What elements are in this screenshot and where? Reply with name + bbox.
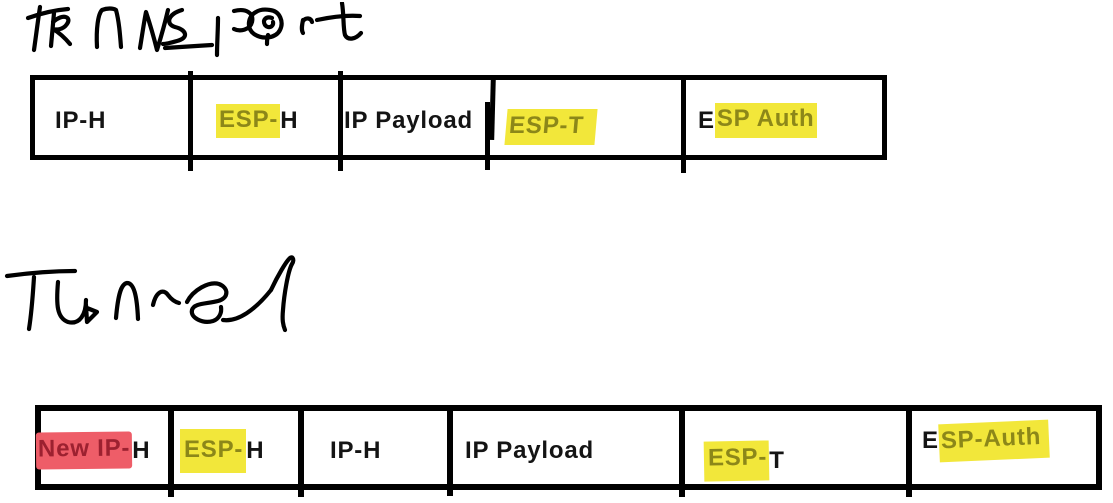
cell-text: H — [246, 436, 265, 464]
cell-text: H — [132, 436, 151, 464]
divider-line — [906, 408, 912, 497]
cell-text: IP-H — [55, 106, 107, 134]
cell-text: IP-H — [330, 436, 382, 464]
tunnel-cell-ip-h: IP-H — [330, 414, 381, 487]
divider-line — [679, 411, 685, 497]
transport-title-handwriting — [25, 2, 364, 58]
divider-line — [489, 77, 496, 141]
cell-text: E — [698, 106, 715, 134]
cell-text: E — [922, 426, 939, 454]
highlighted-text: ESP- — [180, 428, 247, 473]
divider-line — [447, 411, 453, 496]
highlighted-text: ESP-T — [504, 108, 598, 145]
transport-cell-esp-t: ESP-T — [504, 89, 598, 164]
cell-text: IP Payload — [344, 106, 473, 134]
highlighted-text: ESP- — [703, 439, 770, 482]
tunnel-cell-new-ip-h: New IP-H — [35, 414, 151, 487]
highlighted-text: SP-Auth — [938, 419, 1050, 462]
divider-line — [188, 71, 193, 171]
cell-text: T — [769, 446, 785, 474]
transport-cell-ip-payload: IP Payload — [344, 83, 473, 158]
divider-line — [298, 411, 304, 497]
tunnel-cell-ip-payload: IP Payload — [465, 414, 594, 487]
transport-cell-ip-h: IP-H — [55, 83, 106, 158]
divider-line — [681, 78, 686, 173]
highlighted-text: New IP- — [35, 431, 133, 470]
divider-line — [485, 102, 490, 170]
divider-line — [168, 411, 174, 497]
cell-text: IP Payload — [465, 436, 594, 464]
tunnel-cell-esp-h: ESP-H — [180, 414, 264, 487]
highlighted-text: ESP- — [216, 103, 281, 138]
tunnel-title-handwriting — [4, 255, 296, 333]
divider-line — [338, 71, 343, 171]
cell-text: H — [280, 106, 299, 134]
transport-cell-esp-h: ESP-H — [216, 83, 298, 158]
tunnel-cell-esp-t: ESP-T — [703, 424, 785, 497]
highlighted-text: SP Auth — [714, 103, 818, 138]
